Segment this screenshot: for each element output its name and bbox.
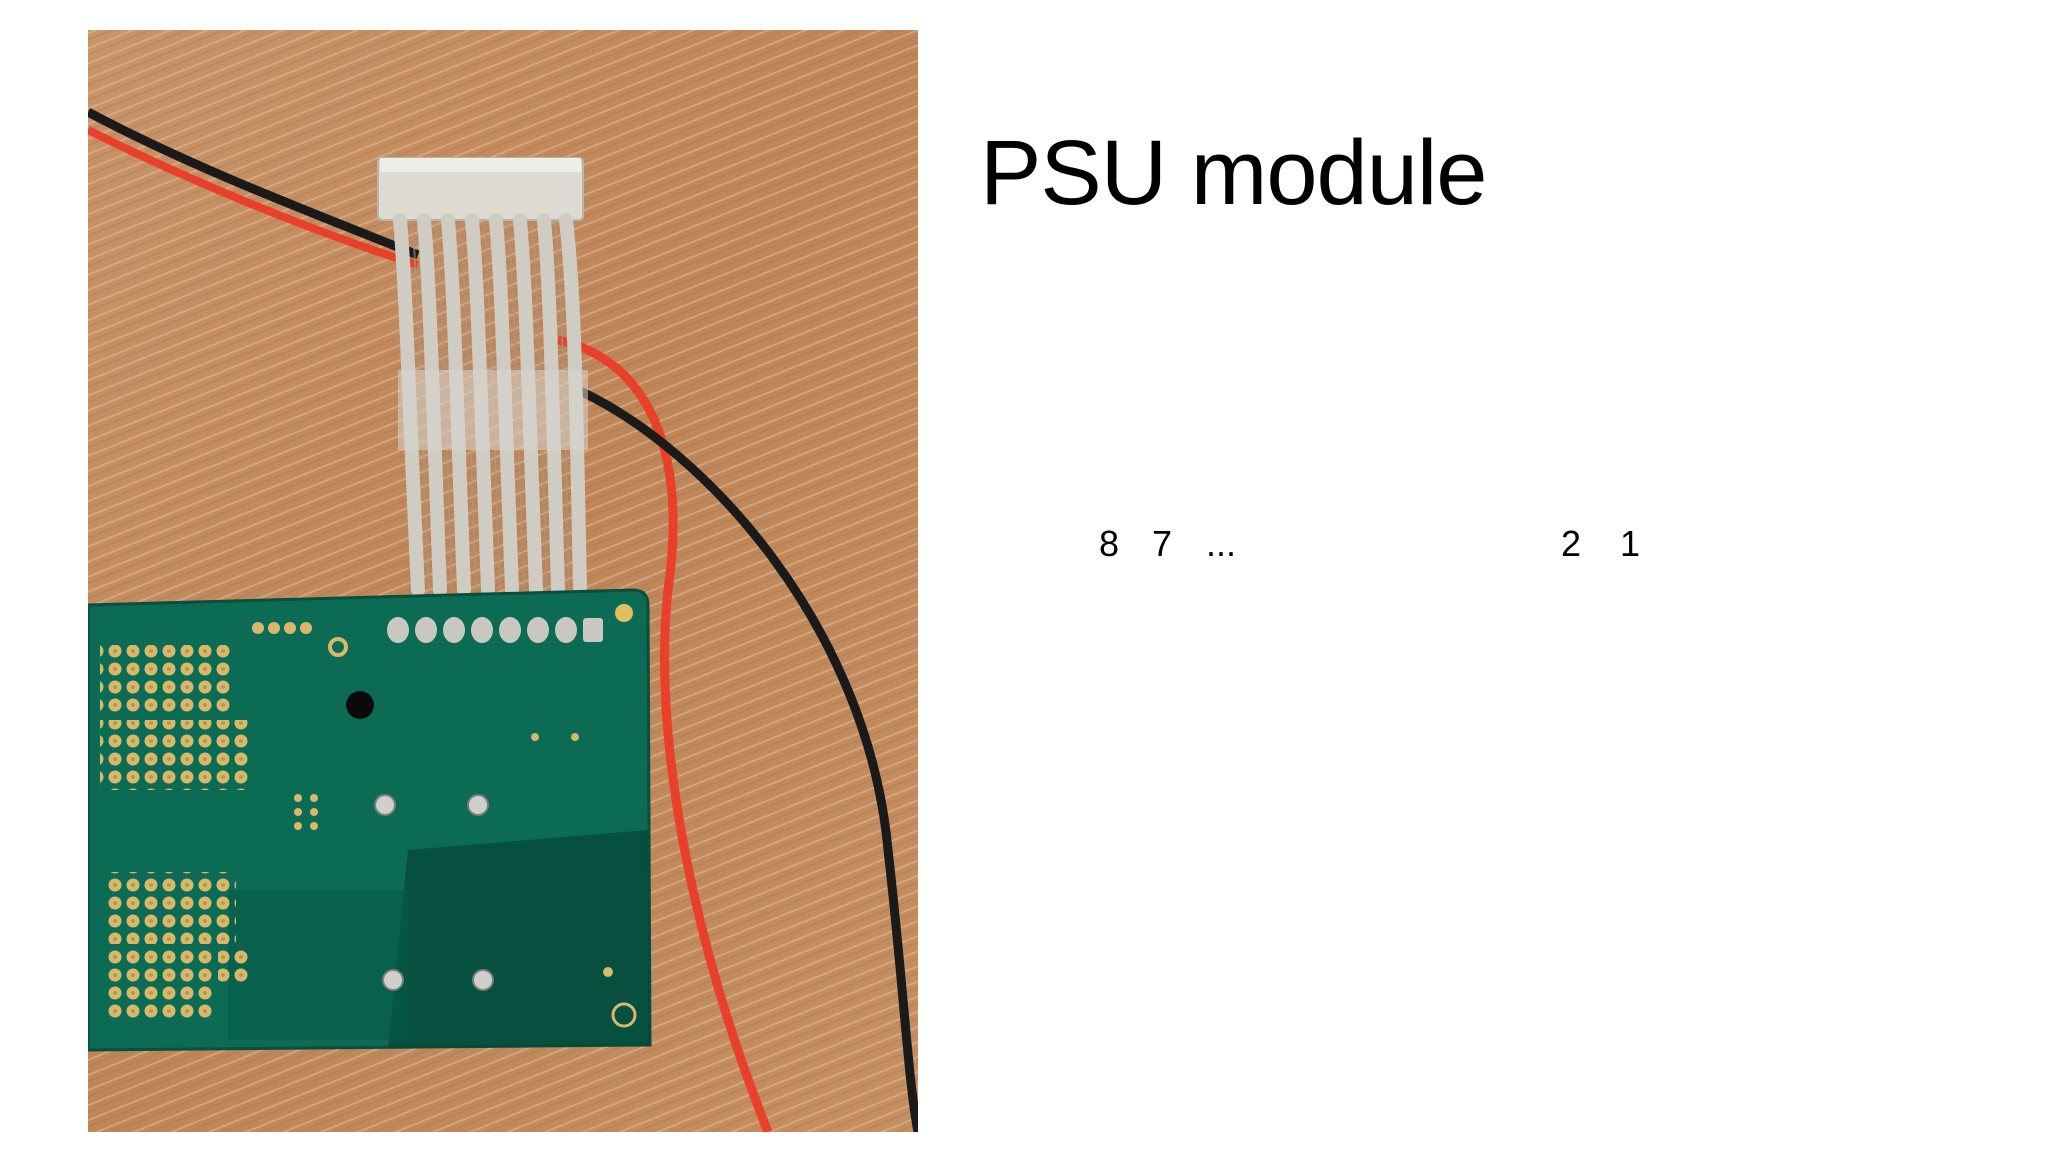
red-wire-left — [88, 126, 420, 269]
ribbon-cable — [393, 213, 587, 597]
pcb-connector-photo — [88, 30, 918, 1132]
pin-label-ellipsis: ... — [1206, 523, 1237, 564]
slide-title: PSU module — [980, 122, 1487, 224]
connector-housing — [377, 157, 584, 221]
black-wire-right — [576, 385, 918, 1132]
header-pins — [387, 604, 633, 643]
pcb-board — [88, 588, 652, 1052]
black-wire-left — [88, 108, 420, 260]
pin-label-8: 8 — [1099, 523, 1120, 564]
pin-label-1: 1 — [1620, 523, 1641, 564]
red-wire-right — [557, 335, 773, 1132]
pin-label-7: 7 — [1152, 523, 1173, 564]
pin-label-2: 2 — [1561, 523, 1582, 564]
